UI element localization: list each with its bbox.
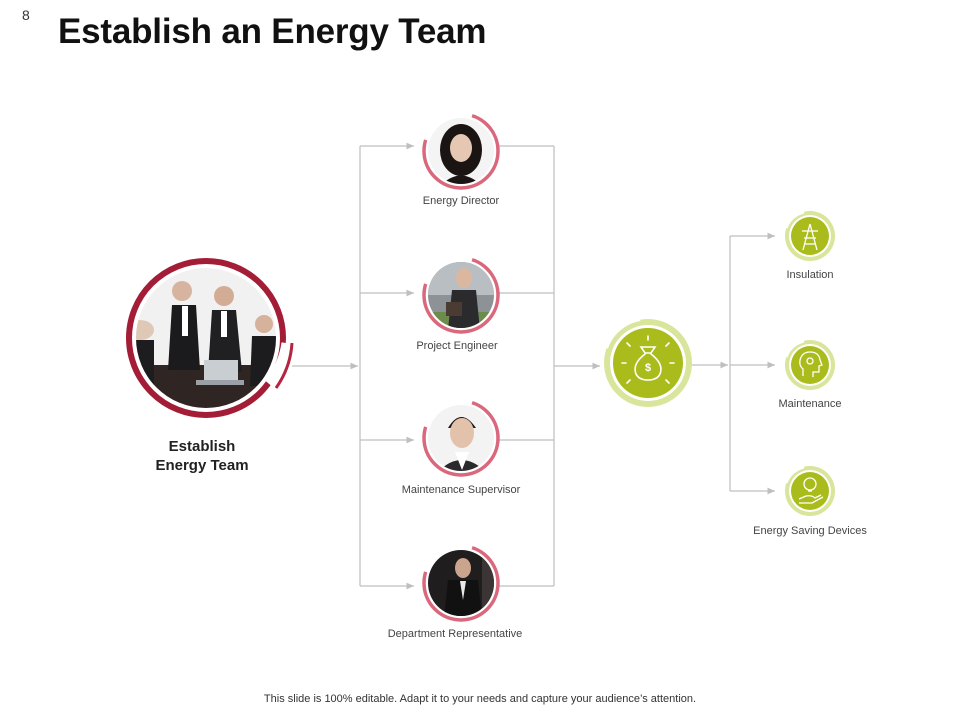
main-team-photo [126, 258, 294, 418]
main-label-line2: Energy Team [155, 457, 249, 474]
main-label: Establish Energy Team [155, 437, 248, 475]
money-bag-icon: $ [604, 317, 692, 407]
role-label-maintenance-supervisor: Maintenance Supervisor [401, 484, 521, 496]
connector-lines [292, 142, 775, 590]
role-label-project-engineer: Project Engineer [416, 340, 498, 352]
page-title: Establish an Energy Team [58, 12, 487, 51]
outcome-label-insulation: Insulation [786, 269, 834, 281]
bulb-hand-icon [784, 465, 835, 516]
role-node-2 [422, 398, 500, 477]
tower-icon [784, 210, 835, 261]
outcome-label-energy-saving-devices: Energy Saving Devices [753, 525, 867, 537]
outcome-label-maintenance: Maintenance [778, 398, 842, 410]
role-label-energy-director: Energy Director [422, 195, 500, 207]
role-node-1 [422, 255, 500, 334]
footer-note: This slide is 100% editable. Adapt it to… [263, 693, 697, 705]
role-label-department-representative: Department Representative [387, 628, 523, 640]
role-node-3 [422, 543, 500, 622]
svg-text:$: $ [645, 362, 651, 374]
role-node-0 [422, 111, 500, 190]
brain-gear-icon [784, 339, 835, 390]
slide-number: 8 [22, 7, 30, 23]
main-label-line1: Establish [168, 438, 236, 455]
